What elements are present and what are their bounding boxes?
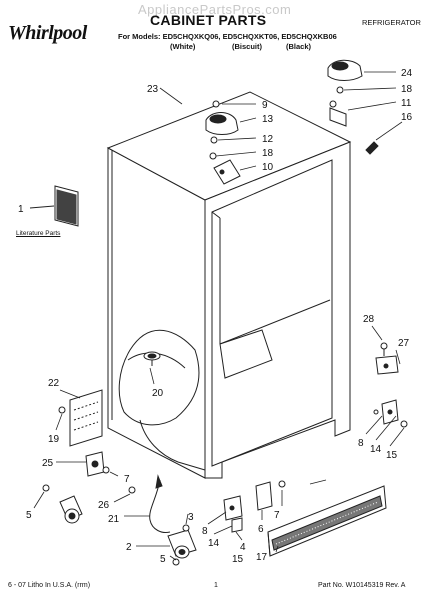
callout-9: 9: [262, 100, 268, 111]
callout-17: 17: [256, 552, 268, 563]
roller-wheel-left: [42, 484, 83, 524]
callout-10: 10: [262, 162, 274, 173]
bottom-bracket-left: [58, 389, 103, 447]
callout-12: 12: [262, 134, 274, 145]
callout-27: 27: [398, 338, 410, 349]
callout-5-left: 5: [26, 510, 32, 521]
drain-fitting: [143, 351, 161, 366]
callout-8-center: 8: [202, 526, 208, 537]
callout-7-center: 7: [274, 510, 280, 521]
brand-logo: Whirlpool: [8, 22, 87, 44]
callout-28: 28: [363, 314, 375, 325]
category-label: REFRIGERATOR: [362, 18, 421, 27]
callout-23: 23: [147, 84, 159, 95]
bottom-bracket-center: [223, 480, 286, 533]
footer-part-number: Part No. W10145319 Rev. A: [318, 582, 406, 589]
callout-14-center: 14: [208, 538, 220, 549]
callout-25: 25: [42, 458, 54, 469]
water-tube: [128, 474, 171, 533]
callout-7-left: 7: [124, 474, 130, 485]
roller-wheel-front: [167, 524, 197, 566]
callout-5-bottom: 5: [160, 554, 166, 565]
leader-lines: [33, 71, 405, 561]
variant-biscuit: (Biscuit): [232, 42, 262, 51]
cabinet: [106, 91, 352, 479]
callout-1: 1: [18, 204, 24, 215]
callout-11: 11: [401, 98, 412, 109]
roller-bracket-left: [85, 451, 110, 477]
callout-18-top: 18: [401, 84, 413, 95]
callout-2: 2: [126, 542, 132, 553]
top-hinge-right: [327, 59, 379, 155]
callout-14-right: 14: [370, 444, 382, 455]
callout-26: 26: [98, 500, 110, 511]
top-hinge-left: [205, 100, 241, 185]
footer-page-number: 1: [214, 582, 218, 589]
callout-13: 13: [262, 114, 274, 125]
callout-8-right: 8: [358, 438, 364, 449]
page-title: CABINET PARTS: [150, 12, 267, 28]
hinge-pin-right: [375, 342, 399, 375]
watermark: AppliancePartsPros.com: [138, 2, 292, 17]
callout-4: 4: [240, 542, 246, 553]
callout-19: 19: [48, 434, 60, 445]
callout-3: 3: [188, 512, 194, 523]
callout-21: 21: [108, 514, 120, 525]
callout-24: 24: [401, 68, 413, 79]
callouts: 23 24 18 11 16 9 13 12 18 10 1 28 27 22 …: [18, 68, 413, 565]
footer-litho: 6 - 07 Litho In U.S.A. (rrm): [8, 582, 91, 589]
callout-16: 16: [401, 112, 413, 123]
variant-black: (Black): [286, 42, 312, 51]
callout-18-mid: 18: [262, 148, 274, 159]
callout-22: 22: [48, 378, 60, 389]
variant-white: (White): [170, 42, 196, 51]
callout-20: 20: [152, 388, 164, 399]
literature-parts-label: Literature Parts: [16, 230, 61, 237]
callout-15-right: 15: [386, 450, 398, 461]
callout-15-center: 15: [232, 554, 244, 565]
callout-6: 6: [258, 524, 264, 535]
model-list: For Models: ED5CHQXKQ06, ED5CHQXKT06, ED…: [118, 32, 337, 41]
base-grille: [267, 485, 387, 557]
literature-booklet: [29, 185, 79, 227]
